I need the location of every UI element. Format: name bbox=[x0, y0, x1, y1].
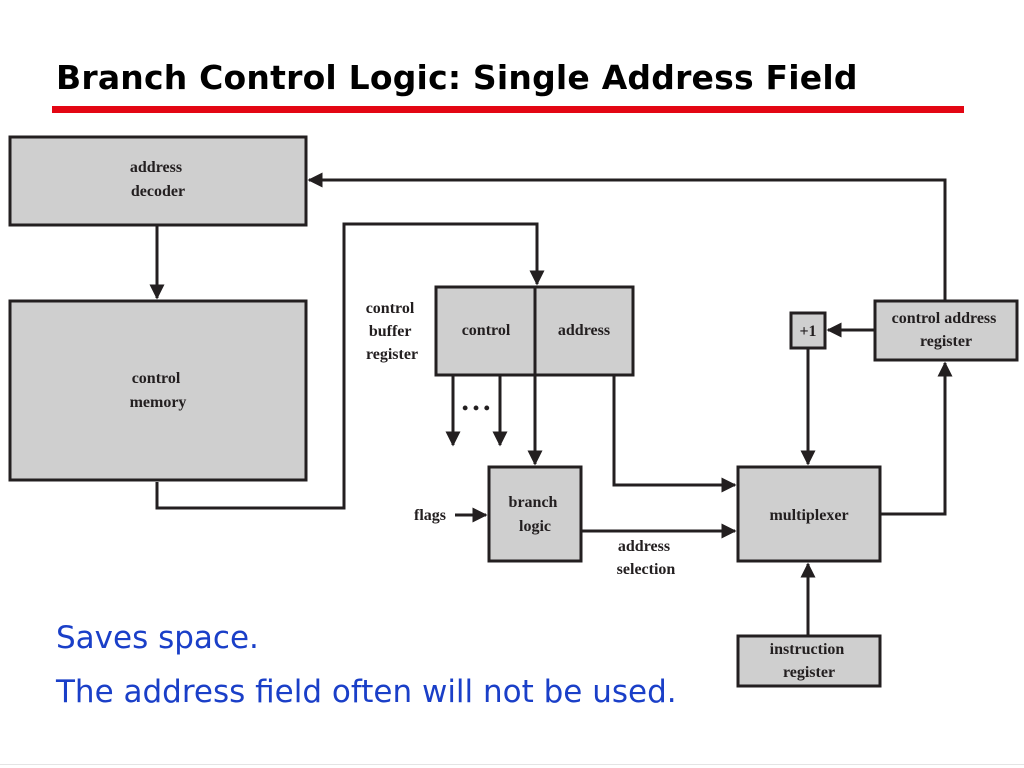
address-decoder-box bbox=[8, 135, 308, 227]
cbr-address-field-box bbox=[533, 285, 635, 377]
instruction-register-label: instruction register bbox=[770, 641, 849, 681]
car-to-decoder-arrow bbox=[307, 172, 947, 301]
ellipsis-label: • • • bbox=[462, 398, 490, 418]
address-to-multiplexer-arrow bbox=[612, 375, 737, 493]
plus-one-label: +1 bbox=[799, 323, 816, 340]
address-selection-label: address selection bbox=[617, 538, 676, 578]
control-buffer-register-label: control buffer register bbox=[366, 300, 419, 363]
multiplexer-label: multiplexer bbox=[769, 507, 848, 524]
address-decoder-label: address decoder bbox=[130, 159, 186, 200]
bullet-list: Saves space. The address field often wil… bbox=[56, 618, 677, 726]
cbr-control-field-box bbox=[434, 285, 537, 377]
flags-label: flags bbox=[414, 507, 446, 524]
control-address-register-label: control address register bbox=[892, 310, 1001, 350]
multiplexer-to-car-arrow bbox=[880, 361, 953, 516]
branch-logic-label: branch logic bbox=[509, 494, 562, 535]
instruction-register-box bbox=[736, 634, 882, 688]
branch-logic-box bbox=[487, 465, 583, 563]
bullet-item: Saves space. bbox=[56, 620, 259, 656]
cbr-control-field-label: control bbox=[462, 322, 511, 339]
memory-to-buffer-arrow bbox=[155, 222, 545, 510]
control-memory-box bbox=[8, 299, 308, 482]
slide-title: Branch Control Logic: Single Address Fie… bbox=[56, 58, 858, 97]
bullet-item: The address field often will not be used… bbox=[56, 674, 677, 710]
footer-divider bbox=[0, 764, 1024, 765]
multiplexer-box bbox=[736, 465, 882, 563]
cbr-address-field-label: address bbox=[558, 322, 610, 339]
title-underline bbox=[52, 106, 964, 113]
control-memory-label: control memory bbox=[130, 370, 187, 411]
